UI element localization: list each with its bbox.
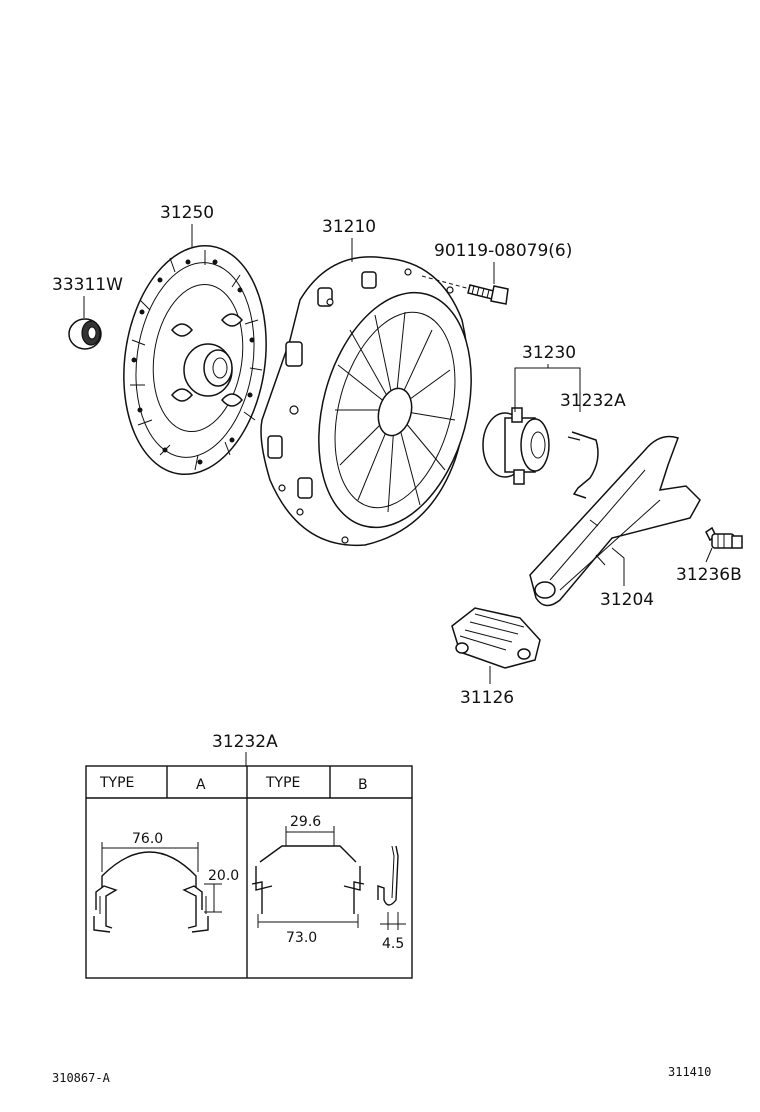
dim-a-width: 76.0 — [132, 831, 163, 847]
type-b-value: B — [358, 777, 368, 793]
clip-type-a-drawing — [93, 842, 222, 933]
label-31232a: 31232A — [560, 391, 626, 411]
fork-support-31236b[interactable] — [705, 526, 743, 549]
release-fork-boot-31126[interactable] — [451, 607, 541, 669]
label-90119-08079: 90119-08079(6) — [434, 241, 572, 261]
release-bearing-31230[interactable] — [482, 407, 550, 485]
leader-31204 — [611, 547, 625, 586]
pilot-bearing-33311w[interactable] — [68, 318, 102, 350]
label-31236b: 31236B — [676, 565, 742, 585]
footer-left-code: 310867-A — [52, 1071, 111, 1085]
bolt-90119-08079[interactable] — [421, 275, 509, 305]
dim-b-thickness: 4.5 — [382, 936, 404, 952]
detail-table — [85, 765, 413, 979]
clip-type-b-drawing — [251, 826, 406, 930]
label-31250: 31250 — [160, 203, 214, 223]
dim-b-top: 29.6 — [290, 814, 321, 830]
dim-b-width: 73.0 — [286, 930, 317, 946]
type-a-label: TYPE — [99, 775, 134, 791]
type-a-value: A — [196, 777, 206, 793]
footer-right-code: 311410 — [668, 1065, 711, 1079]
type-b-label: TYPE — [265, 775, 300, 791]
label-31204: 31204 — [600, 590, 654, 610]
label-33311w: 33311W — [52, 275, 123, 295]
detail-title: 31232A — [212, 732, 278, 752]
label-31126: 31126 — [460, 688, 514, 708]
leader-31236b — [705, 547, 713, 563]
clutch-cover-31210[interactable] — [260, 256, 496, 547]
label-31210: 31210 — [322, 217, 376, 237]
release-bearing-clip-31232a[interactable] — [567, 431, 599, 499]
release-fork-31204[interactable] — [529, 435, 701, 607]
label-31230: 31230 — [522, 343, 576, 363]
clutch-disc-31250[interactable] — [110, 236, 281, 483]
dim-a-height: 20.0 — [208, 868, 239, 884]
